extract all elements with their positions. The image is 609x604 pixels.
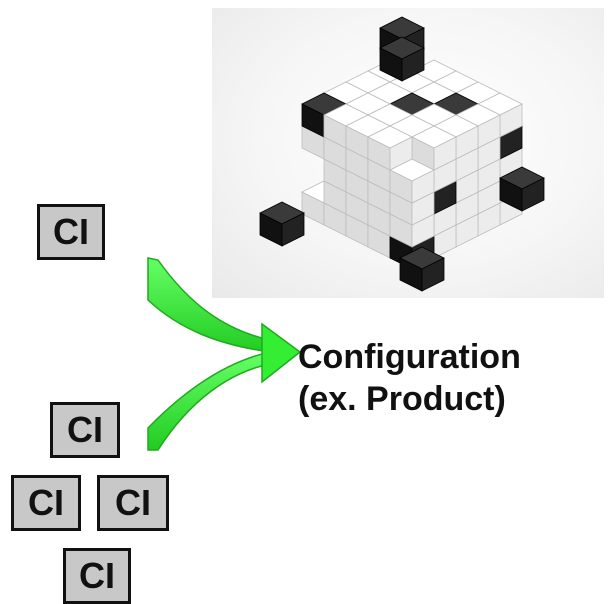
configuration-label: Configuration (ex. Product) xyxy=(298,336,521,420)
lower-arrow xyxy=(148,352,270,450)
ci-box-5: CI xyxy=(63,548,131,604)
configuration-title: Configuration xyxy=(298,336,521,378)
ci-box-4: CI xyxy=(97,475,169,531)
configuration-example: (ex. Product) xyxy=(298,378,521,420)
upper-arrow xyxy=(148,258,270,352)
ci-box-1: CI xyxy=(37,204,105,260)
arrow-head xyxy=(262,324,300,382)
ci-box-2: CI xyxy=(50,402,120,458)
ci-box-3: CI xyxy=(11,475,81,531)
